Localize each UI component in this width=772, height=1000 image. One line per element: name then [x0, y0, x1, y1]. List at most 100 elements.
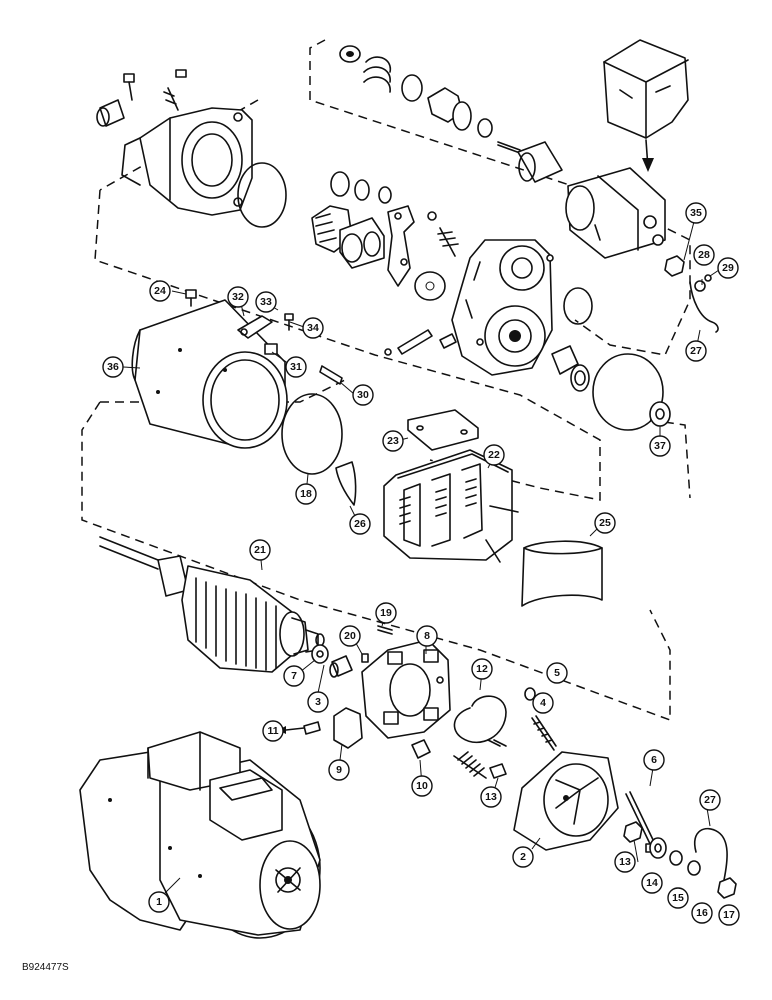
brush-plate	[361, 639, 451, 739]
armature-bushing	[329, 655, 353, 678]
svg-text:1: 1	[156, 896, 162, 908]
plunger-stack	[339, 45, 563, 183]
callout-4: 4	[532, 692, 554, 714]
svg-text:4: 4	[540, 697, 546, 709]
brush-screw	[278, 721, 321, 735]
solenoid-group-boundary	[309, 39, 691, 356]
field-coil-wrap-inner	[523, 547, 603, 555]
svg-text:36: 36	[107, 361, 119, 373]
terminal-washer-small	[704, 274, 712, 282]
terminal-washer-bottom	[669, 850, 683, 866]
callout-11: 11	[262, 720, 284, 742]
terminal-nut	[664, 255, 685, 277]
callout-32: 32	[227, 286, 249, 308]
frame-pin	[319, 365, 343, 385]
callout-23: 23	[382, 430, 404, 452]
svg-text:29: 29	[722, 262, 734, 274]
solenoid	[565, 167, 666, 259]
terminal-lock-washer	[687, 860, 701, 876]
case-frame-boundary-right	[649, 419, 691, 499]
callout-28: 28	[693, 244, 715, 266]
housing-screw-2	[163, 69, 187, 111]
svg-text:16: 16	[696, 907, 708, 919]
brush-spring-ring	[453, 695, 507, 747]
callout-16: 16	[691, 902, 713, 924]
callout-34: 34	[302, 317, 324, 339]
boot-leader-arrowhead	[642, 158, 654, 172]
callout-27b: 27	[699, 789, 721, 811]
callout-19: 19	[375, 602, 397, 624]
callout-31: 31	[285, 356, 307, 378]
housing-pin-long	[397, 329, 433, 355]
figure-id: B924477S	[22, 962, 69, 973]
callout-26: 26	[349, 513, 371, 535]
svg-text:11: 11	[267, 725, 278, 737]
callout-33: 33	[255, 291, 277, 313]
svg-text:20: 20	[344, 630, 356, 642]
drive-end-housing	[121, 107, 253, 216]
callout-36: 36	[102, 356, 124, 378]
thrust-washer	[649, 401, 671, 427]
callout-29: 29	[717, 257, 739, 279]
svg-text:17: 17	[723, 909, 735, 921]
housing-seal-ring	[563, 287, 593, 325]
housing-bolt	[439, 333, 457, 349]
housing-pin-ring	[384, 348, 392, 356]
callout-14: 14	[641, 872, 663, 894]
callout-12: 12	[471, 658, 493, 680]
lever-spring	[427, 211, 459, 257]
ground-strap	[693, 827, 728, 881]
svg-text:31: 31	[290, 361, 302, 373]
svg-text:19: 19	[380, 607, 392, 619]
svg-text:35: 35	[690, 207, 702, 219]
svg-text:5: 5	[554, 667, 560, 679]
callouts: 1 2 3 4 5 6 7 8 9 10 11 12 13 13 14 15 1…	[102, 202, 740, 926]
svg-text:6: 6	[651, 754, 657, 766]
svg-text:13: 13	[485, 791, 497, 803]
end-cap-pin	[524, 687, 557, 751]
callout-30: 30	[352, 384, 374, 406]
frame-insulator	[264, 343, 278, 355]
callout-24: 24	[149, 280, 171, 302]
callout-2: 2	[512, 846, 534, 868]
svg-text:12: 12	[476, 663, 488, 675]
svg-text:13: 13	[619, 856, 631, 868]
solenoid-cover-boot	[603, 39, 689, 139]
callout-15: 15	[667, 887, 689, 909]
callout-17: 17	[718, 904, 740, 926]
terminal-nut-final	[717, 877, 737, 899]
terminal-washer	[694, 280, 706, 292]
svg-text:32: 32	[232, 291, 244, 303]
callout-25: 25	[594, 512, 616, 534]
armature	[99, 536, 325, 673]
shift-lever	[387, 205, 415, 287]
svg-text:24: 24	[154, 285, 166, 297]
svg-text:14: 14	[646, 877, 658, 889]
frame-gasket-segment	[335, 461, 357, 506]
lever-pivot-washer	[414, 271, 446, 301]
svg-text:3: 3	[315, 696, 321, 708]
callout-7: 7	[283, 665, 305, 687]
brush-pin	[377, 625, 393, 635]
housing-o-ring	[237, 162, 287, 228]
housing-bushing	[96, 99, 125, 127]
callout-13b: 13	[614, 851, 636, 873]
callout-5: 5	[546, 662, 568, 684]
svg-text:37: 37	[654, 440, 666, 452]
svg-text:2: 2	[520, 851, 526, 863]
intermediate-bearing	[551, 345, 590, 392]
callout-21: 21	[249, 539, 271, 561]
callout-22: 22	[483, 444, 505, 466]
callout-35: 35	[685, 202, 707, 224]
svg-text:10: 10	[416, 780, 428, 792]
svg-text:8: 8	[424, 630, 430, 642]
frame-screw-top	[185, 289, 197, 307]
callout-18: 18	[295, 483, 317, 505]
housing-screw-1	[123, 73, 135, 101]
svg-text:21: 21	[254, 544, 266, 556]
armature-washer	[311, 644, 329, 664]
commutator-end-cap	[513, 751, 619, 851]
callout-13: 13	[480, 786, 502, 808]
gear-housing	[451, 239, 554, 376]
